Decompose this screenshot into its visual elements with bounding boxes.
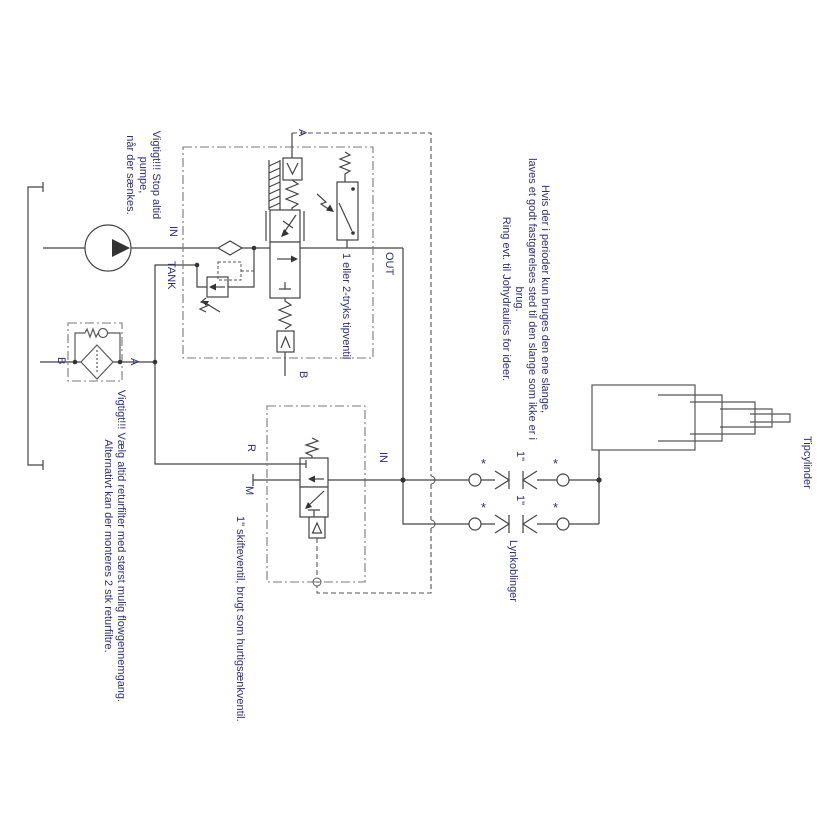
spring-icon <box>277 298 293 330</box>
label-shuttle-r: R <box>245 444 257 452</box>
label-couplings: Lynkoblinger <box>507 540 519 602</box>
check-valve-icon <box>276 330 295 353</box>
bypass-check-icon <box>97 327 109 339</box>
label-coupling-size-top: 1" <box>514 451 526 462</box>
note-line: laves et godt fastgørelses sted til den … <box>513 158 538 440</box>
pilot-switch <box>316 151 359 248</box>
note-line: Alternativt kan der monteres 2 stk retur… <box>102 439 114 653</box>
hose-note: Hvis der i perioder kun bruges den ene s… <box>499 149 551 449</box>
shuttle-valve <box>252 437 403 539</box>
spring-icon <box>304 437 320 458</box>
label-in: IN <box>167 226 179 237</box>
return-line <box>40 264 300 465</box>
note-line: Hvis der i perioder kun bruges den ene s… <box>539 184 551 414</box>
filter-warning-note: Vigtigt!!! Vælg altid returfilter med st… <box>101 389 127 703</box>
star-mark: * <box>553 500 559 515</box>
valve-block-boundary <box>182 146 374 359</box>
quick-coupling-top <box>403 470 599 490</box>
pump-warning-note: Vigtigt!!! Stop altid pumpe, når der sæn… <box>123 111 162 239</box>
spring-icon <box>284 179 300 210</box>
relief-valve <box>198 248 255 313</box>
shuttle-valve-note: 1" skifteventil, brugt som hurtigsænkven… <box>234 516 246 722</box>
pilot-line-hops <box>312 475 436 587</box>
note-line: Vigtigt!!! Vælg altid returfilter med st… <box>115 389 127 703</box>
label-filter-b: B <box>55 357 67 365</box>
note-line: Vigtigt!!! Stop altid pumpe, <box>137 130 162 220</box>
shuttle-valve-boundary <box>266 405 366 583</box>
return-filter <box>67 322 123 382</box>
label-shuttle-in: IN <box>377 452 389 463</box>
pilot-line <box>292 132 432 594</box>
note-line: Ring evt. til Johydraulics for ideer. <box>500 216 512 382</box>
orifice-icon <box>216 240 244 256</box>
label-coupling-size-bottom: 1" <box>514 495 526 506</box>
label-out: OUT <box>383 252 395 276</box>
star-mark: * <box>481 500 487 515</box>
junction-dots <box>72 245 602 483</box>
check-valve-icon <box>282 157 303 181</box>
main-tipping-valve <box>265 133 305 376</box>
lightning-icon <box>316 193 331 211</box>
telescopic-cylinder <box>591 384 791 480</box>
pilot-actuator-icon <box>308 516 326 539</box>
pump-symbol <box>43 224 403 272</box>
tip-valve-note: 1 eller 2-tryks tipventil <box>340 253 352 360</box>
label-cylinder: Tipcylinder <box>801 436 813 489</box>
bypass-spring-icon <box>84 327 99 339</box>
quick-coupling-bottom <box>402 480 600 534</box>
note-line: når der sænkes. <box>124 135 136 215</box>
tank-symbol <box>27 182 44 470</box>
label-port-a: A <box>296 129 308 137</box>
label-tank: TANK <box>165 261 177 290</box>
spring-coil-icon <box>268 160 281 210</box>
star-mark: * <box>481 456 487 471</box>
label-shuttle-m: M <box>243 486 255 496</box>
spring-icon <box>338 151 352 182</box>
label-filter-a: A <box>128 358 140 366</box>
star-mark: * <box>553 456 559 471</box>
label-port-b: B <box>297 371 309 379</box>
